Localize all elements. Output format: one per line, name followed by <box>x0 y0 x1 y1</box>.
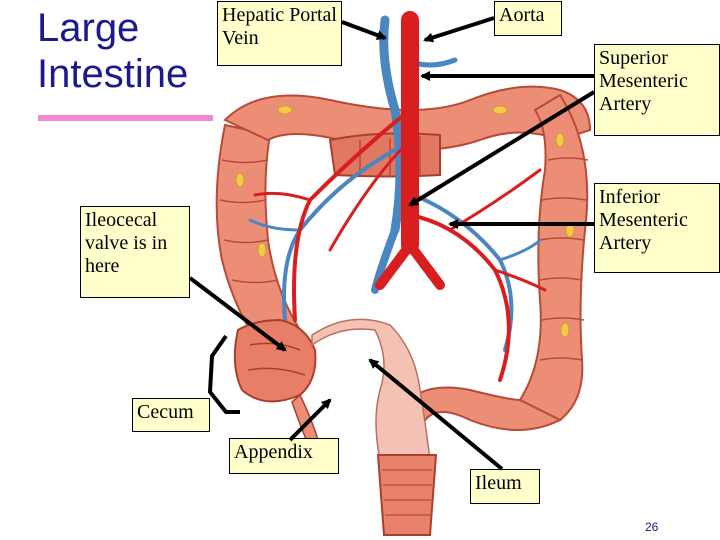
portal-vein <box>379 15 405 235</box>
label-hepatic-portal-vein: Hepatic Portal Vein <box>217 1 342 66</box>
ascending-colon <box>215 123 302 331</box>
inferior-mesenteric-branch <box>408 213 511 382</box>
label-aorta: Aorta <box>494 1 562 36</box>
slide-number: 26 <box>645 520 659 534</box>
label-ileocecal-valve: Ileocecal valve is in here <box>80 206 190 298</box>
label-superior-mesenteric-artery: Superior Mesenteric Artery <box>594 44 720 136</box>
descending-colon <box>518 93 589 422</box>
label-appendix: Appendix <box>229 438 339 474</box>
title-underline <box>38 115 213 121</box>
title-line-1: Large <box>37 6 140 50</box>
appendix-structure <box>291 393 319 445</box>
rectum-structure <box>376 454 438 536</box>
slide-title: Large Intestine <box>37 5 188 97</box>
label-cecum: Cecum <box>132 398 210 432</box>
label-ileum: Ileum <box>470 469 540 504</box>
label-inferior-mesenteric-artery: Inferior Mesenteric Artery <box>594 183 720 273</box>
cecum-structure <box>233 318 317 403</box>
title-line-2: Intestine <box>37 52 189 96</box>
